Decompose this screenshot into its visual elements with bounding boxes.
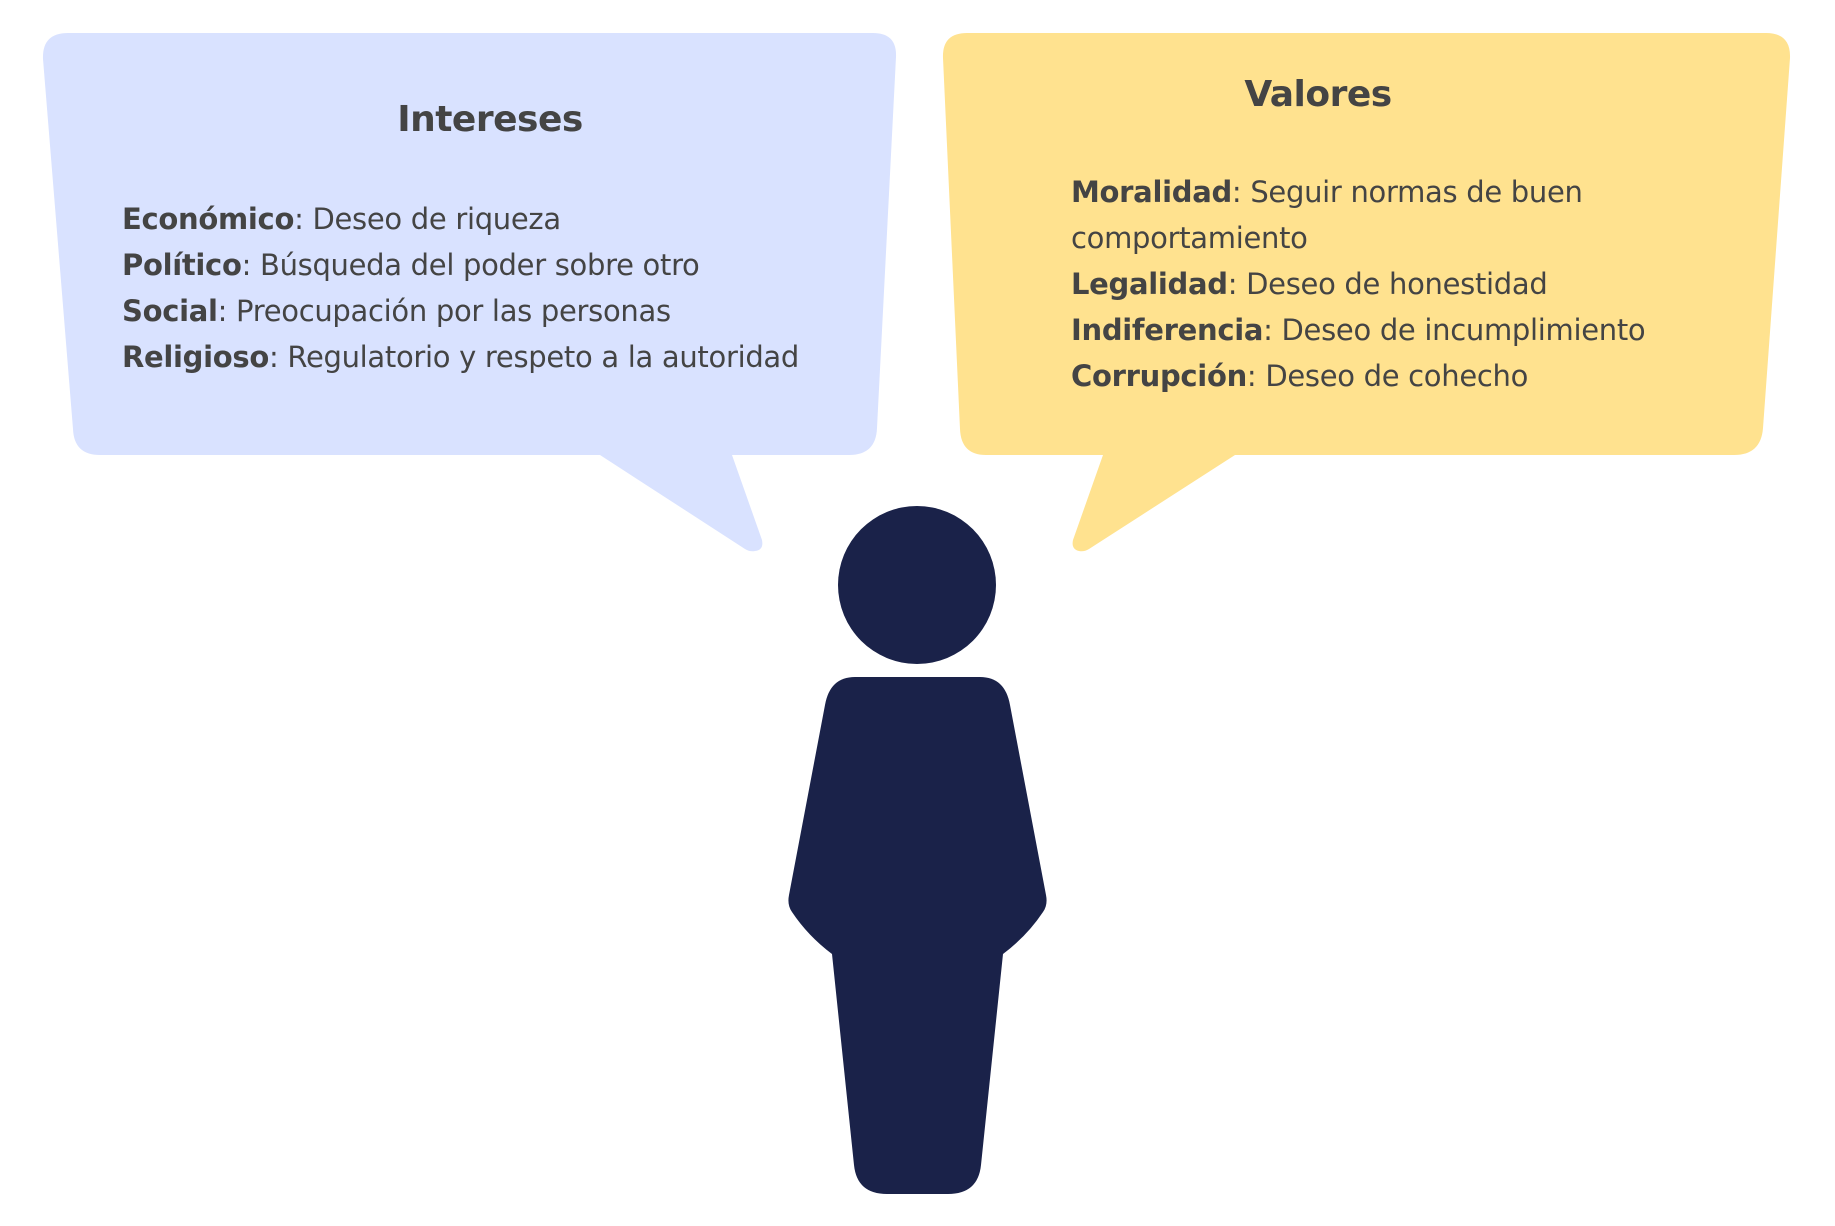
item-term: Religioso bbox=[122, 340, 269, 374]
item-term: Económico bbox=[122, 202, 295, 236]
intereses-speech-bubble bbox=[42, 33, 897, 552]
item-description: Deseo de incumplimiento bbox=[1281, 313, 1646, 347]
item-separator: : bbox=[217, 294, 237, 328]
list-item-religioso: Religioso: Regulatorio y respeto a la au… bbox=[122, 334, 862, 380]
item-description: Búsqueda del poder sobre otro bbox=[259, 248, 700, 282]
valores-title: Valores bbox=[1244, 74, 1392, 115]
item-separator: : bbox=[1246, 359, 1266, 393]
item-term: Legalidad bbox=[1071, 267, 1228, 301]
item-separator: : bbox=[269, 340, 288, 374]
item-term: Moralidad bbox=[1071, 175, 1232, 209]
intereses-title: Intereses bbox=[397, 99, 583, 140]
item-separator: : bbox=[1231, 175, 1251, 209]
item-description: Deseo de honestidad bbox=[1246, 267, 1548, 301]
item-description: Deseo de cohecho bbox=[1265, 359, 1529, 393]
list-item-indiferencia: Indiferencia: Deseo de incumplimiento bbox=[1071, 307, 1671, 353]
intereses-list: Económico: Deseo de riqueza Político: Bú… bbox=[122, 196, 862, 380]
person-body bbox=[788, 677, 1047, 1194]
item-separator: : bbox=[294, 202, 313, 236]
valores-list: Moralidad: Seguir normas de buen comport… bbox=[1071, 169, 1671, 399]
list-item-politico: Político: Búsqueda del poder sobre otro bbox=[122, 242, 862, 288]
item-term: Político bbox=[122, 248, 242, 282]
item-term: Corrupción bbox=[1071, 359, 1247, 393]
item-separator: : bbox=[241, 248, 260, 282]
person-head bbox=[838, 506, 996, 664]
item-description: Preocupación por las personas bbox=[236, 294, 671, 328]
item-description: Seguir normas de buen comportamiento bbox=[1071, 175, 1583, 255]
list-item-social: Social: Preocupación por las personas bbox=[122, 288, 862, 334]
list-item-corrupcion: Corrupción: Deseo de cohecho bbox=[1071, 353, 1671, 399]
item-term: Social bbox=[122, 294, 218, 328]
item-term: Indiferencia bbox=[1071, 313, 1264, 347]
item-description: Regulatorio y respeto a la autoridad bbox=[287, 340, 800, 374]
list-item-economico: Económico: Deseo de riqueza bbox=[122, 196, 862, 242]
list-item-moralidad: Moralidad: Seguir normas de buen comport… bbox=[1071, 169, 1631, 261]
item-description: Deseo de riqueza bbox=[312, 202, 561, 236]
item-separator: : bbox=[1263, 313, 1282, 347]
item-separator: : bbox=[1227, 267, 1247, 301]
person-silhouette-icon bbox=[788, 506, 1047, 1194]
valores-speech-bubble bbox=[942, 33, 1791, 552]
list-item-legalidad: Legalidad: Deseo de honestidad bbox=[1071, 261, 1671, 307]
